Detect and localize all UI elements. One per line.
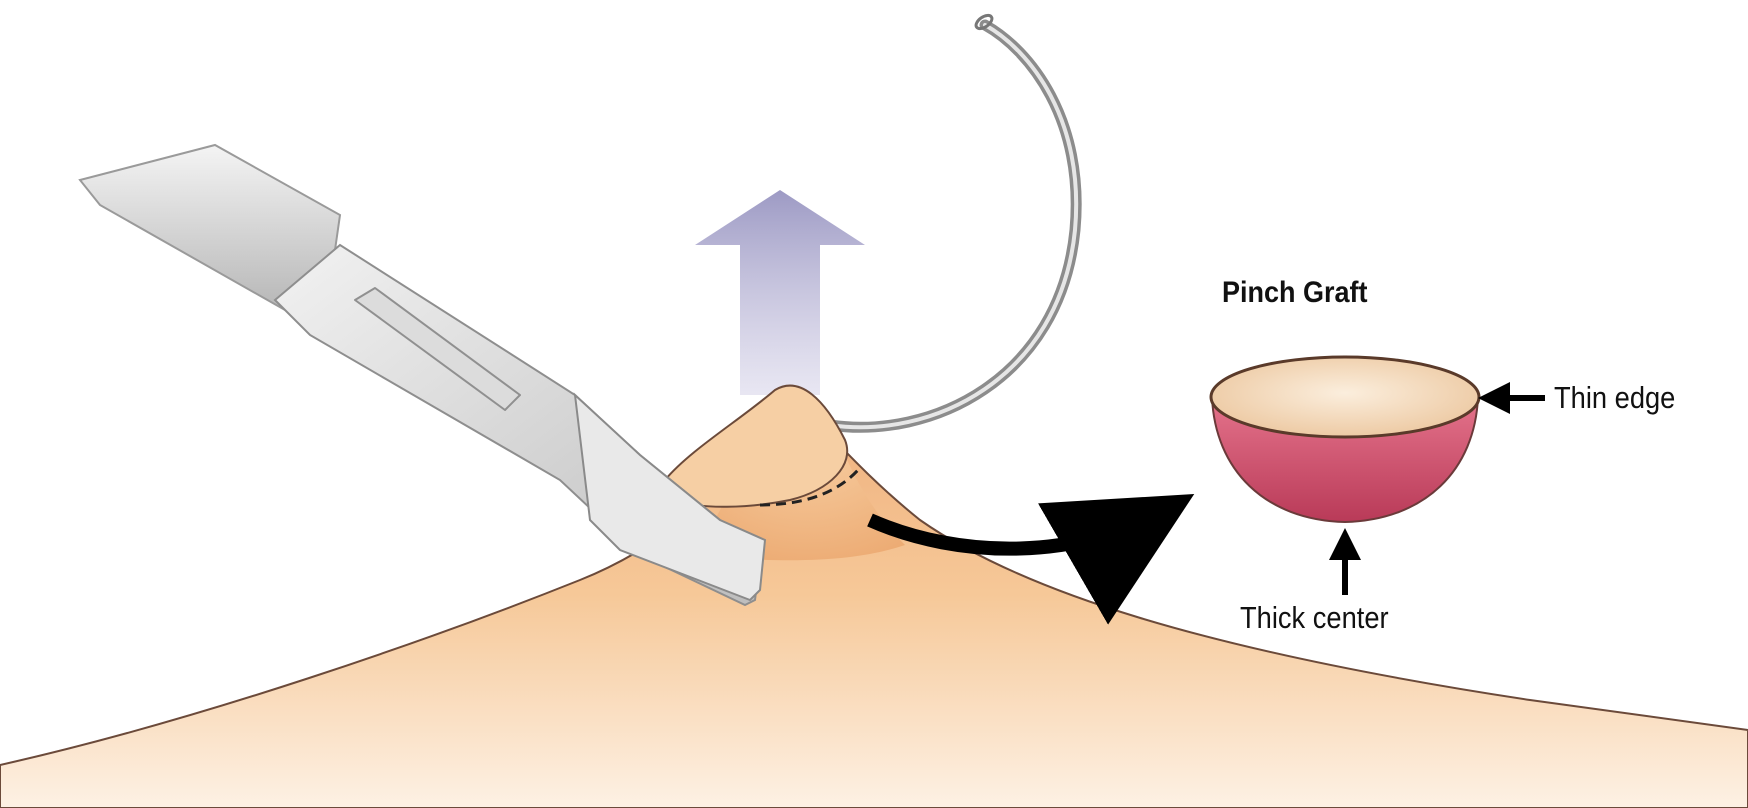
lift-arrow-icon	[695, 190, 865, 395]
thin-edge-arrow-icon	[1478, 382, 1545, 414]
thin-edge-label: Thin edge	[1554, 380, 1675, 416]
curved-needle-icon	[830, 13, 1076, 427]
skin-surface	[0, 419, 1748, 808]
graft-cup-icon	[1211, 357, 1479, 522]
thick-center-arrow-icon	[1329, 528, 1361, 595]
thick-center-label: Thick center	[1240, 600, 1389, 636]
diagram-title: Pinch Graft	[1222, 276, 1368, 310]
scalpel-icon	[80, 145, 765, 605]
graft-tip	[661, 386, 847, 507]
